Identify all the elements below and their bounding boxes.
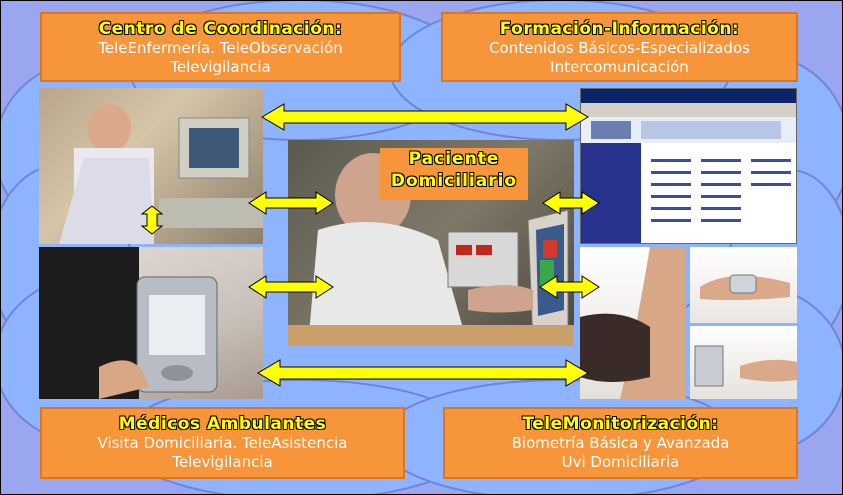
patient-label-line-2: Domiciliario [390, 171, 518, 191]
patient-label: Paciente Domiciliario [380, 148, 528, 200]
coordination-title: Centro de Coordinación: [98, 19, 343, 39]
box-telemonitoring: TeleMonitorización: Biometría Básica y A… [443, 407, 798, 479]
photo-web-portal [580, 88, 797, 244]
patient-label-line-1: Paciente [408, 149, 500, 169]
box-coordination-center: Centro de Coordinación: TeleEnfermería. … [40, 12, 401, 82]
photo-glucose-meter [690, 326, 797, 399]
photo-coordination-center [39, 88, 263, 244]
training-line-1: Contenidos Básicos-Especializados [489, 39, 750, 57]
photo-monitoring-arm [580, 247, 686, 399]
training-line-2: Intercomunicación [550, 58, 689, 76]
monitoring-title: TeleMonitorización: [522, 414, 719, 434]
coordination-line-2: Televigilancia [170, 58, 271, 76]
doctors-line-1: Visita Domiciliaria. TeleAsistencia [97, 434, 348, 452]
monitoring-line-1: Biometría Básica y Avanzada [511, 434, 730, 452]
training-title: Formación-Información: [499, 19, 740, 39]
doctors-title: Médicos Ambulantes [118, 414, 327, 434]
monitoring-line-2: Uvi Domiciliaria [561, 453, 680, 471]
coordination-line-1: TeleEnfermería. TeleObservación [98, 39, 343, 57]
photo-finger-sensor [690, 247, 797, 323]
box-mobile-doctors: Médicos Ambulantes Visita Domiciliaria. … [40, 407, 405, 479]
doctors-line-2: Televigilancia [172, 453, 273, 471]
photo-mobile-doctors [39, 247, 263, 399]
box-training-information: Formación-Información: Contenidos Básico… [441, 12, 798, 82]
